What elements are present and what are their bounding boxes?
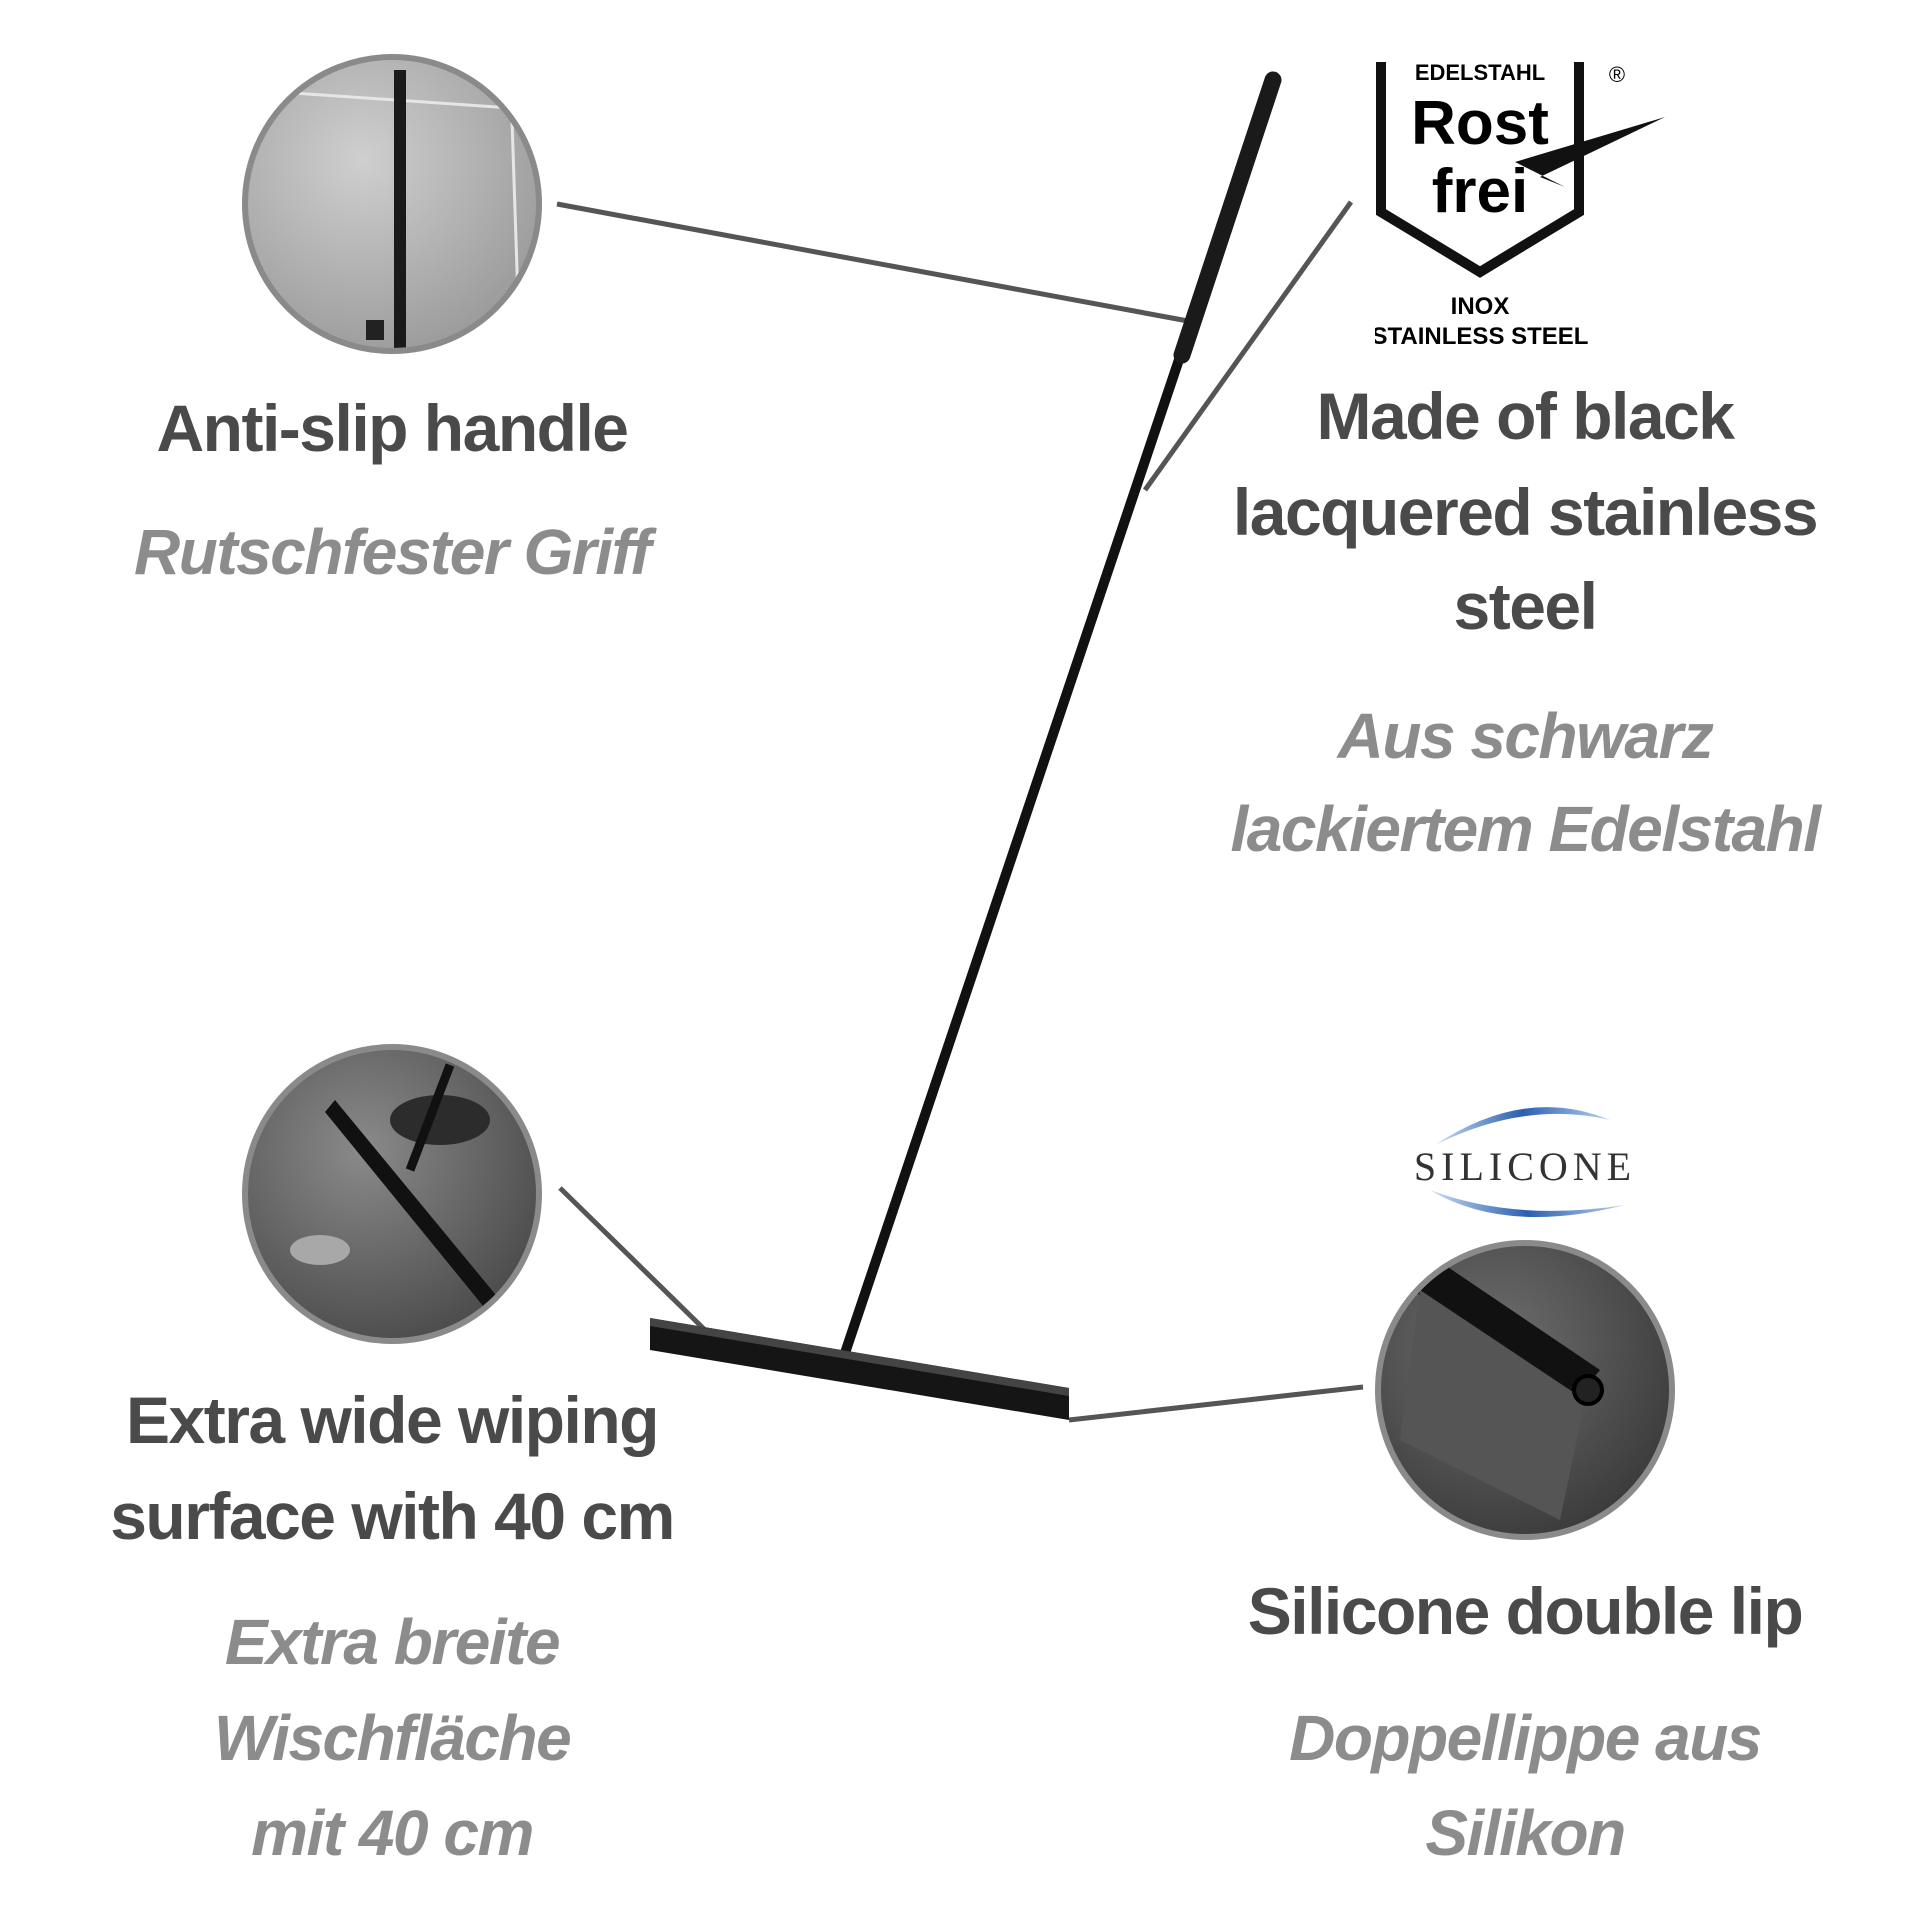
feature-material-title-line1: Made of black	[1316, 379, 1735, 453]
squeegee-image	[650, 71, 1282, 1420]
svg-text:SILICONE: SILICONE	[1414, 1144, 1636, 1189]
feature-lip-subtitle-line1: Doppellippe aus	[1289, 1702, 1762, 1774]
feature-wiper-subtitle-line3: mit 40 cm	[251, 1797, 534, 1869]
feature-material-subtitle-line2: lackiertem Edelstahl	[1230, 793, 1821, 865]
feature-wiper-subtitle-line2: Wischfläche	[213, 1702, 572, 1774]
feature-wiper-title-line2: surface with 40 cm	[110, 1479, 675, 1553]
wiper-detail-photo	[242, 1044, 542, 1344]
svg-text:EDELSTAHL: EDELSTAHL	[1415, 60, 1545, 85]
leader-line-wiper	[558, 1186, 706, 1331]
leader-line-material	[1142, 200, 1354, 492]
handle-detail-photo	[242, 54, 542, 354]
feature-material-title-line3: steel	[1453, 569, 1598, 643]
leader-lines	[556, 200, 1364, 1423]
feature-handle-title: Anti-slip handle	[156, 391, 630, 465]
feature-lip-title: Silicone double lip	[1247, 1574, 1804, 1648]
feature-lip-subtitle-line2: Silikon	[1425, 1797, 1626, 1869]
feature-wiper-subtitle-line1: Extra breite	[224, 1606, 561, 1678]
svg-text:INOX: INOX	[1451, 293, 1510, 320]
leader-line-handle	[556, 201, 1189, 324]
svg-text:Rost: Rost	[1411, 89, 1549, 158]
svg-text:frei: frei	[1432, 157, 1528, 226]
silicone-logo: SILICONE	[1375, 1090, 1675, 1230]
svg-text:STAINLESS STEEL: STAINLESS STEEL	[1375, 323, 1588, 350]
feature-wiper-title-line1: Extra wide wiping	[126, 1383, 659, 1457]
feature-handle-subtitle: Rutschfester Griff	[134, 516, 651, 588]
leader-line-lip	[1068, 1384, 1364, 1423]
feature-material-subtitle-line1: Aus schwarz	[1337, 700, 1714, 772]
feature-material-title-line2: lacquered stainless	[1232, 475, 1819, 549]
lip-detail-photo	[1375, 1240, 1675, 1540]
svg-text:®: ®	[1609, 62, 1625, 87]
rostfrei-logo: EDELSTAHL ® Rost frei INOX STAINLESS STE…	[1372, 52, 1675, 352]
